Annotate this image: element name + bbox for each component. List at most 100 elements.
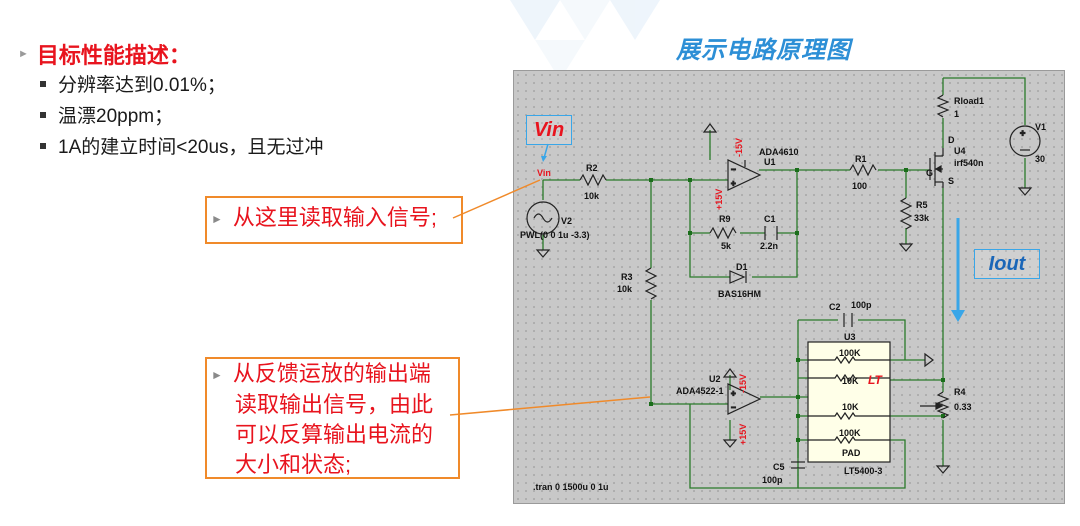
lt5400-internal-resistors-icon <box>808 355 890 445</box>
iout-label-box: Iout <box>974 249 1040 279</box>
output-callout: ► 从反馈运放的输出端 读取输出信号，由此 可以反算输出电流的 大小和状态; <box>205 357 460 479</box>
u1-neg-supply: -15V <box>734 138 744 157</box>
iout-arrowhead-icon <box>951 310 965 322</box>
junction-nodes <box>649 168 945 442</box>
capacitor-c5-icon <box>791 461 805 488</box>
callout-arrow-icon: ► <box>211 212 223 226</box>
d1-name: D1 <box>736 262 748 272</box>
r2-value: 10k <box>584 191 600 201</box>
u1-part: ADA4610 <box>759 147 799 157</box>
vin-node-label: Vin <box>537 168 551 178</box>
r3-name: R3 <box>621 272 633 282</box>
u3-r-d: 100K <box>839 428 861 438</box>
opamp-u1-icon: − + <box>727 159 762 191</box>
list-item-text: 1A的建立时间<20us，且无过冲 <box>58 137 324 158</box>
u1-name: U1 <box>764 157 776 167</box>
c5-value: 100p <box>762 475 783 485</box>
u2-neg-supply: -15V <box>738 374 748 393</box>
resistor-r1-icon <box>849 163 877 177</box>
resistor-r3-icon <box>644 267 658 300</box>
bullet-square-icon <box>40 80 46 87</box>
r1-value: 100 <box>852 181 867 191</box>
u3-name: U3 <box>844 332 856 342</box>
voltage-source-v2-icon <box>526 201 560 235</box>
rload-name: Rload1 <box>954 96 984 106</box>
requirements-list: ► 目标性能描述： 分辨率达到0.01%； 温漂20ppm； 1A的建立时间<2… <box>18 40 324 161</box>
list-item: 温漂20ppm； <box>40 99 324 130</box>
output-callout-line: 读取输出信号，由此 <box>235 392 434 417</box>
output-callout-line: 可以反算输出电流的 <box>235 422 434 447</box>
c1-name: C1 <box>764 214 776 224</box>
ground-icon <box>535 249 551 258</box>
bullet-square-icon <box>40 111 46 118</box>
output-callout-line: 大小和状态; <box>235 452 352 477</box>
callout-arrow-icon: ► <box>211 368 223 382</box>
vin-arrowhead-icon <box>541 156 547 162</box>
resistor-r5-icon <box>899 197 913 230</box>
requirements-heading: ► 目标性能描述： <box>18 40 324 68</box>
u2-name: U2 <box>709 374 721 384</box>
u3-part: LT5400-3 <box>844 466 882 476</box>
tran-directive: .tran 0 1500u 0 1u <box>533 482 609 492</box>
r9-value: 5k <box>721 241 732 251</box>
diagram-title: 展示电路原理图 <box>676 37 851 64</box>
v1-value: 30 <box>1035 154 1045 164</box>
c5-name: C5 <box>773 462 785 472</box>
u3-r-a: 100K <box>839 348 861 358</box>
resistor-r9-icon <box>709 226 737 240</box>
u2-pos-supply: +15V <box>738 424 748 445</box>
output-callout-line: ► 从反馈运放的输出端 <box>211 359 454 390</box>
output-callout-text: 从反馈运放的输出端 <box>232 361 431 386</box>
u4-drain-label: D <box>948 135 955 145</box>
lt-logo-icon: LT <box>868 373 883 387</box>
r5-name: R5 <box>916 200 928 210</box>
u4-gate-label: G <box>926 168 933 178</box>
vin-label-box: Vin <box>526 115 572 145</box>
svg-text:+: + <box>731 389 736 398</box>
u3-pad: PAD <box>842 448 861 458</box>
ground-icon <box>898 243 914 252</box>
u3-r-b: 10K <box>842 376 859 386</box>
decorative-triangles <box>510 0 660 80</box>
schematic-canvas <box>513 70 1065 504</box>
input-leader-line <box>452 179 541 219</box>
u2-part: ADA4522-1 <box>676 386 724 396</box>
r9-name: R9 <box>719 214 731 224</box>
output-leader-line <box>449 396 651 416</box>
svg-text:−: − <box>731 165 736 174</box>
input-callout: ► 从这里读取输入信号; <box>205 196 463 244</box>
list-item: 1A的建立时间<20us，且无过冲 <box>40 130 324 161</box>
rload-value: 1 <box>954 109 959 119</box>
r4-value: 0.33 <box>954 402 972 412</box>
list-item: 分辨率达到0.01%； <box>40 68 324 99</box>
c2-value: 100p <box>851 300 872 310</box>
supply-arrow-icon <box>722 368 738 378</box>
list-item-text: 温漂20ppm； <box>58 106 174 127</box>
voltage-source-v1-icon: + <box>1009 125 1041 157</box>
r1-name: R1 <box>855 154 867 164</box>
r2-name: R2 <box>586 163 598 173</box>
v2-value: PWL(0 0 1u -3.3) <box>520 230 590 240</box>
svg-text:−: − <box>731 403 736 412</box>
bullet-square-icon <box>40 142 46 149</box>
r4-name: R4 <box>954 387 966 397</box>
r3-value: 10k <box>617 284 633 294</box>
r5-value: 33k <box>914 213 930 223</box>
ground-icon <box>924 352 934 368</box>
resistor-r2-icon <box>579 173 607 187</box>
svg-text:+: + <box>731 179 736 188</box>
d1-value: BAS16HM <box>718 289 761 299</box>
heading-text: 目标性能描述： <box>36 43 191 68</box>
c1-value: 2.2n <box>760 241 778 251</box>
v2-name: V2 <box>561 216 572 226</box>
u1-pos-supply: +15V <box>714 189 724 210</box>
supply-arrow-icon <box>702 123 718 133</box>
capacitor-c2-icon <box>843 313 853 327</box>
resistor-rload-icon <box>936 94 950 118</box>
u4-source-label: S <box>948 176 954 186</box>
input-callout-text: 从这里读取输入信号; <box>232 205 438 230</box>
ground-icon <box>722 439 738 448</box>
resistor-r4-icon <box>920 391 950 419</box>
svg-text:+: + <box>1020 128 1025 138</box>
list-item-text: 分辨率达到0.01%； <box>58 75 226 96</box>
